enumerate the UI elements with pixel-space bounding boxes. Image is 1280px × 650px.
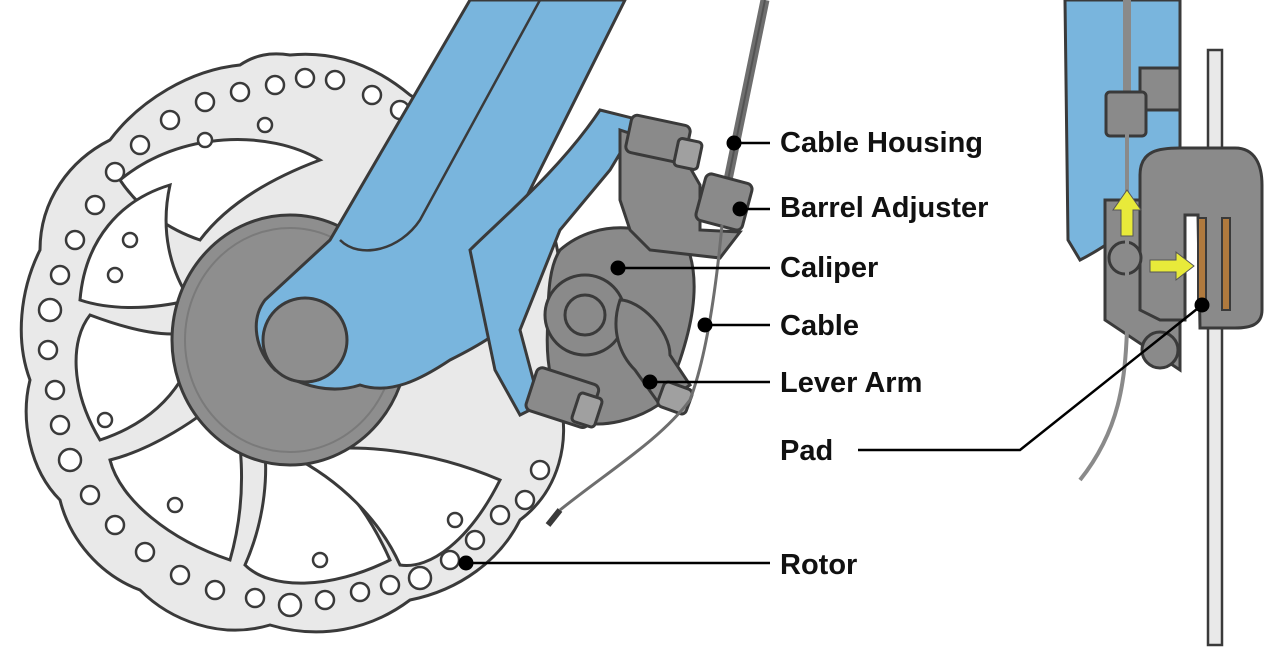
- side-cable: [1078, 130, 1129, 482]
- axle: [261, 296, 349, 384]
- side-pad-left: [1197, 217, 1207, 311]
- label-pad: Pad: [780, 435, 834, 467]
- label-rotor: Rotor: [780, 549, 858, 581]
- barrel-adjuster-part: [694, 172, 754, 232]
- label-cable-housing: Cable Housing: [780, 127, 984, 159]
- label-caliper: Caliper: [780, 252, 879, 284]
- caliper-bolt-bottom-nut: [570, 391, 604, 429]
- side-barrel-adjuster: [1104, 90, 1148, 138]
- leader-pad: [858, 297, 1210, 452]
- right-arrow-icon: [1149, 250, 1195, 282]
- label-barrel-adjuster: Barrel Adjuster: [780, 192, 989, 224]
- rotor-holes: [37, 67, 551, 618]
- fork: [254, 0, 643, 417]
- caliper-pivot-center: [563, 293, 607, 337]
- lever-arm: [614, 298, 693, 408]
- side-bolt: [1140, 330, 1180, 370]
- leader-lines: [458, 135, 1210, 571]
- label-cable: Cable: [780, 310, 859, 342]
- side-pad-right: [1221, 217, 1231, 311]
- fork-mount-tab: [468, 108, 643, 417]
- up-arrow-icon: [1112, 189, 1142, 237]
- cable-wire: [559, 224, 724, 512]
- cable-end: [545, 508, 563, 527]
- caliper: [524, 113, 743, 430]
- fork-inner-edge: [339, 0, 542, 252]
- label-lever-arm: Lever Arm: [780, 367, 923, 399]
- side-view: [1063, 0, 1264, 647]
- side-rotor: [1206, 48, 1224, 647]
- caliper-bolt-top-nut: [672, 137, 704, 171]
